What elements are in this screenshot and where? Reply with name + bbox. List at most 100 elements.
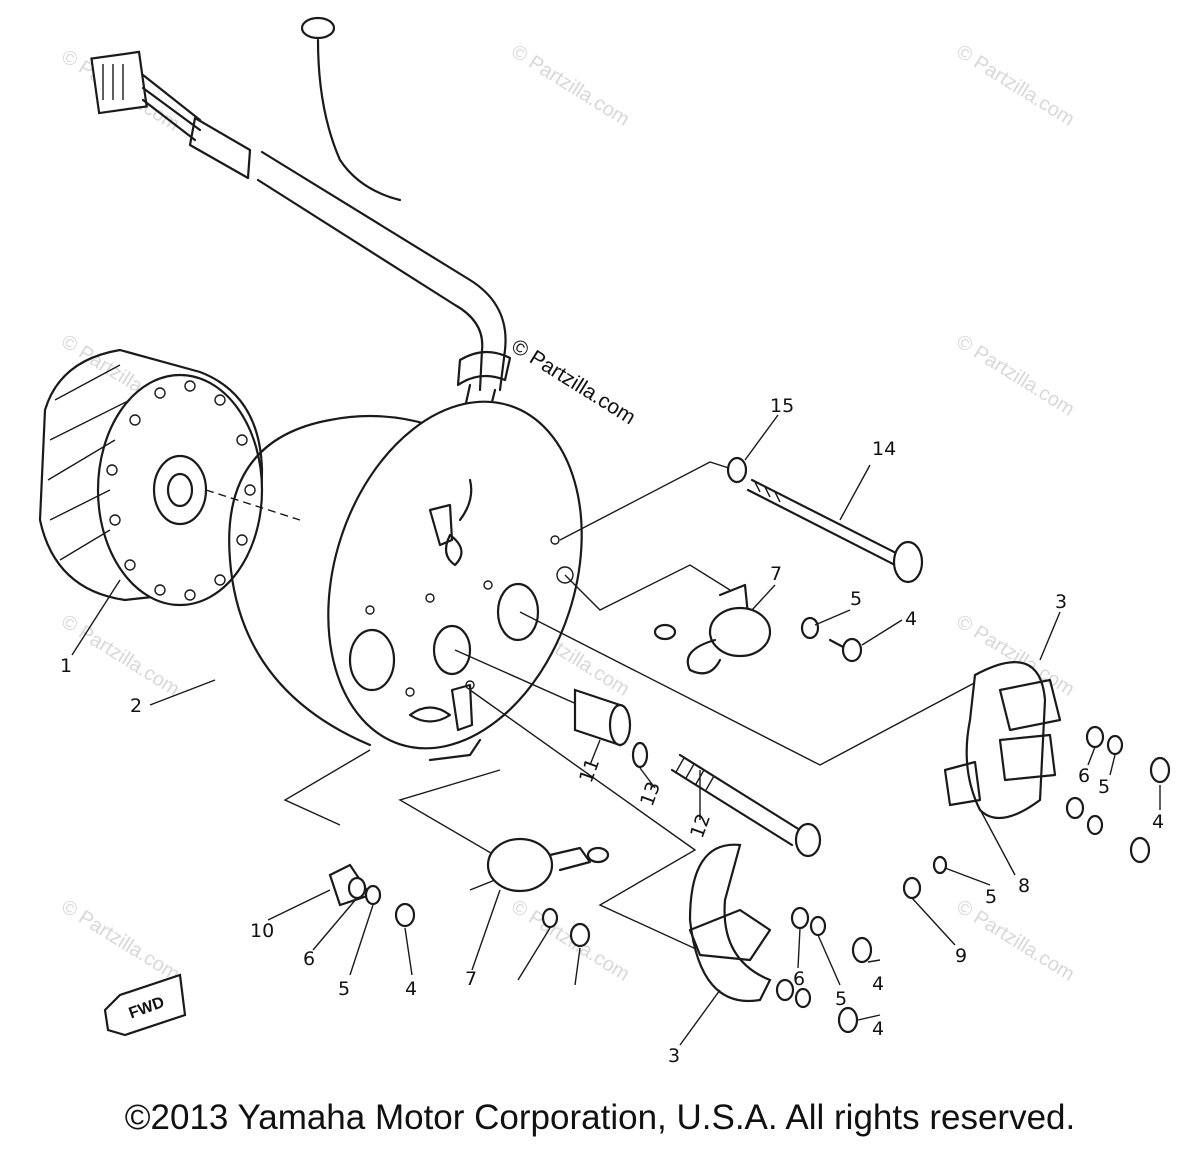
- bolt-12-thread: [675, 757, 715, 791]
- washer-6: [347, 876, 367, 900]
- screw-4: [1129, 836, 1151, 864]
- stator-screw-hole: [556, 566, 574, 584]
- leader-10: [283, 749, 371, 826]
- callout-14: 14: [872, 438, 896, 460]
- callout-7: 7: [465, 968, 477, 990]
- screw-9: [902, 876, 922, 900]
- watermark: © Partzilla.com: [507, 896, 633, 986]
- callout-1: 1: [60, 655, 72, 677]
- stator-hole-center: [432, 624, 472, 676]
- bolt-12-head: [794, 822, 822, 858]
- fwd-arrow: FWD: [103, 973, 187, 1037]
- callout-6: 6: [1078, 765, 1090, 787]
- callout-4: 4: [905, 608, 917, 630]
- harness-sleeve: [188, 116, 252, 180]
- watermark: © Partzilla.com: [952, 896, 1078, 986]
- condenser-tab: [548, 846, 592, 872]
- leader-11: [454, 649, 591, 711]
- condenser-body: [486, 837, 554, 893]
- watermark: © Partzilla.com: [57, 611, 183, 701]
- rotor-holes: [106, 380, 256, 601]
- stator-screw-hole: [483, 580, 493, 590]
- stator-screw-hole: [425, 593, 435, 603]
- callout-10: 10: [250, 920, 274, 942]
- stator-hole-right: [496, 582, 540, 642]
- stator-screw-hole: [405, 687, 415, 697]
- callout-8: 8: [1018, 875, 1030, 897]
- spacer-bolt: [573, 688, 822, 858]
- watermark: © Partzilla.com: [507, 41, 633, 131]
- callout-7: 7: [770, 563, 782, 585]
- stator-bracket-bottom: [450, 683, 474, 732]
- washer-6: [1085, 725, 1105, 749]
- leader-7-upper: [564, 564, 731, 611]
- callout-4: 4: [872, 1018, 884, 1040]
- breaker-assembly-right: [902, 661, 1171, 900]
- bolt-thread: [754, 481, 781, 503]
- callout-4: 4: [1152, 811, 1164, 833]
- callout-5: 5: [835, 988, 847, 1010]
- stator-bracket-top: [428, 503, 454, 547]
- callout-11: 11: [575, 755, 604, 785]
- wire-harness: [90, 16, 512, 432]
- ground-wire: [316, 38, 402, 202]
- leader-3-right: [519, 611, 981, 766]
- washer-5: [1106, 734, 1124, 756]
- callout-labels: 1 2 3 3 4 4 4 4 4 5 5 5 5 5 6 6 6 7 7 8 …: [60, 395, 1164, 1067]
- condenser-lower: [486, 837, 610, 948]
- callout-13: 13: [636, 779, 665, 809]
- screw-4: [837, 1006, 859, 1034]
- washer-5: [800, 616, 820, 640]
- washer-5: [932, 855, 948, 875]
- rotor-body: [38, 348, 264, 602]
- stator-detail: [428, 478, 482, 762]
- screw-4: [851, 936, 873, 964]
- pulser-lead: [686, 638, 722, 675]
- stator-screw-hole: [550, 535, 560, 545]
- stator-hole-large: [348, 628, 396, 692]
- screw-4: [841, 637, 863, 663]
- washer-5: [1086, 814, 1104, 836]
- watermark: © Partzilla.com: [952, 331, 1078, 421]
- callout-9: 9: [955, 945, 967, 967]
- washer-5: [541, 907, 559, 929]
- pulser-body: [708, 606, 772, 658]
- washer-6: [790, 906, 810, 930]
- long-bolt: [726, 456, 924, 584]
- callout-6: 6: [793, 968, 805, 990]
- callout-4: 4: [872, 973, 884, 995]
- stator-lobe-bottom: [408, 706, 452, 723]
- washer-5: [794, 987, 812, 1009]
- watermark: © Partzilla.com: [57, 896, 183, 986]
- leader-15: [559, 461, 736, 541]
- breaker-point-lower: [688, 908, 772, 962]
- breaker-point-top: [998, 678, 1062, 732]
- copyright-notice: ©2013 Yamaha Motor Corporation, U.S.A. A…: [124, 1098, 1076, 1137]
- leader-3-lower: [469, 689, 721, 961]
- ground-terminal: [300, 16, 336, 40]
- screw-4: [569, 922, 591, 948]
- fwd-arrow-shape: [103, 973, 187, 1037]
- bolt-12-shank: [670, 753, 802, 847]
- harness-tube: [256, 150, 507, 392]
- callout-15: 15: [770, 395, 794, 417]
- rotor-axis-line: [205, 489, 301, 521]
- rotor: [38, 348, 301, 607]
- callout-5: 5: [1098, 776, 1110, 798]
- washer-15: [726, 456, 748, 484]
- washer-6: [775, 978, 795, 1002]
- callout-5: 5: [985, 886, 997, 908]
- screw-4: [1149, 756, 1171, 784]
- callout-5: 5: [338, 978, 350, 1000]
- harness-leads: [141, 73, 202, 142]
- callout-12: 12: [686, 811, 715, 841]
- harness-grommet: [456, 350, 512, 387]
- bracket-lower: [328, 863, 416, 928]
- washer-13: [631, 741, 649, 769]
- washer-5: [809, 915, 827, 937]
- washer-5: [364, 884, 382, 906]
- callout-leaders: [71, 414, 1161, 1046]
- breaker-point-mid: [998, 733, 1057, 782]
- stator-lobe-top: [444, 533, 463, 567]
